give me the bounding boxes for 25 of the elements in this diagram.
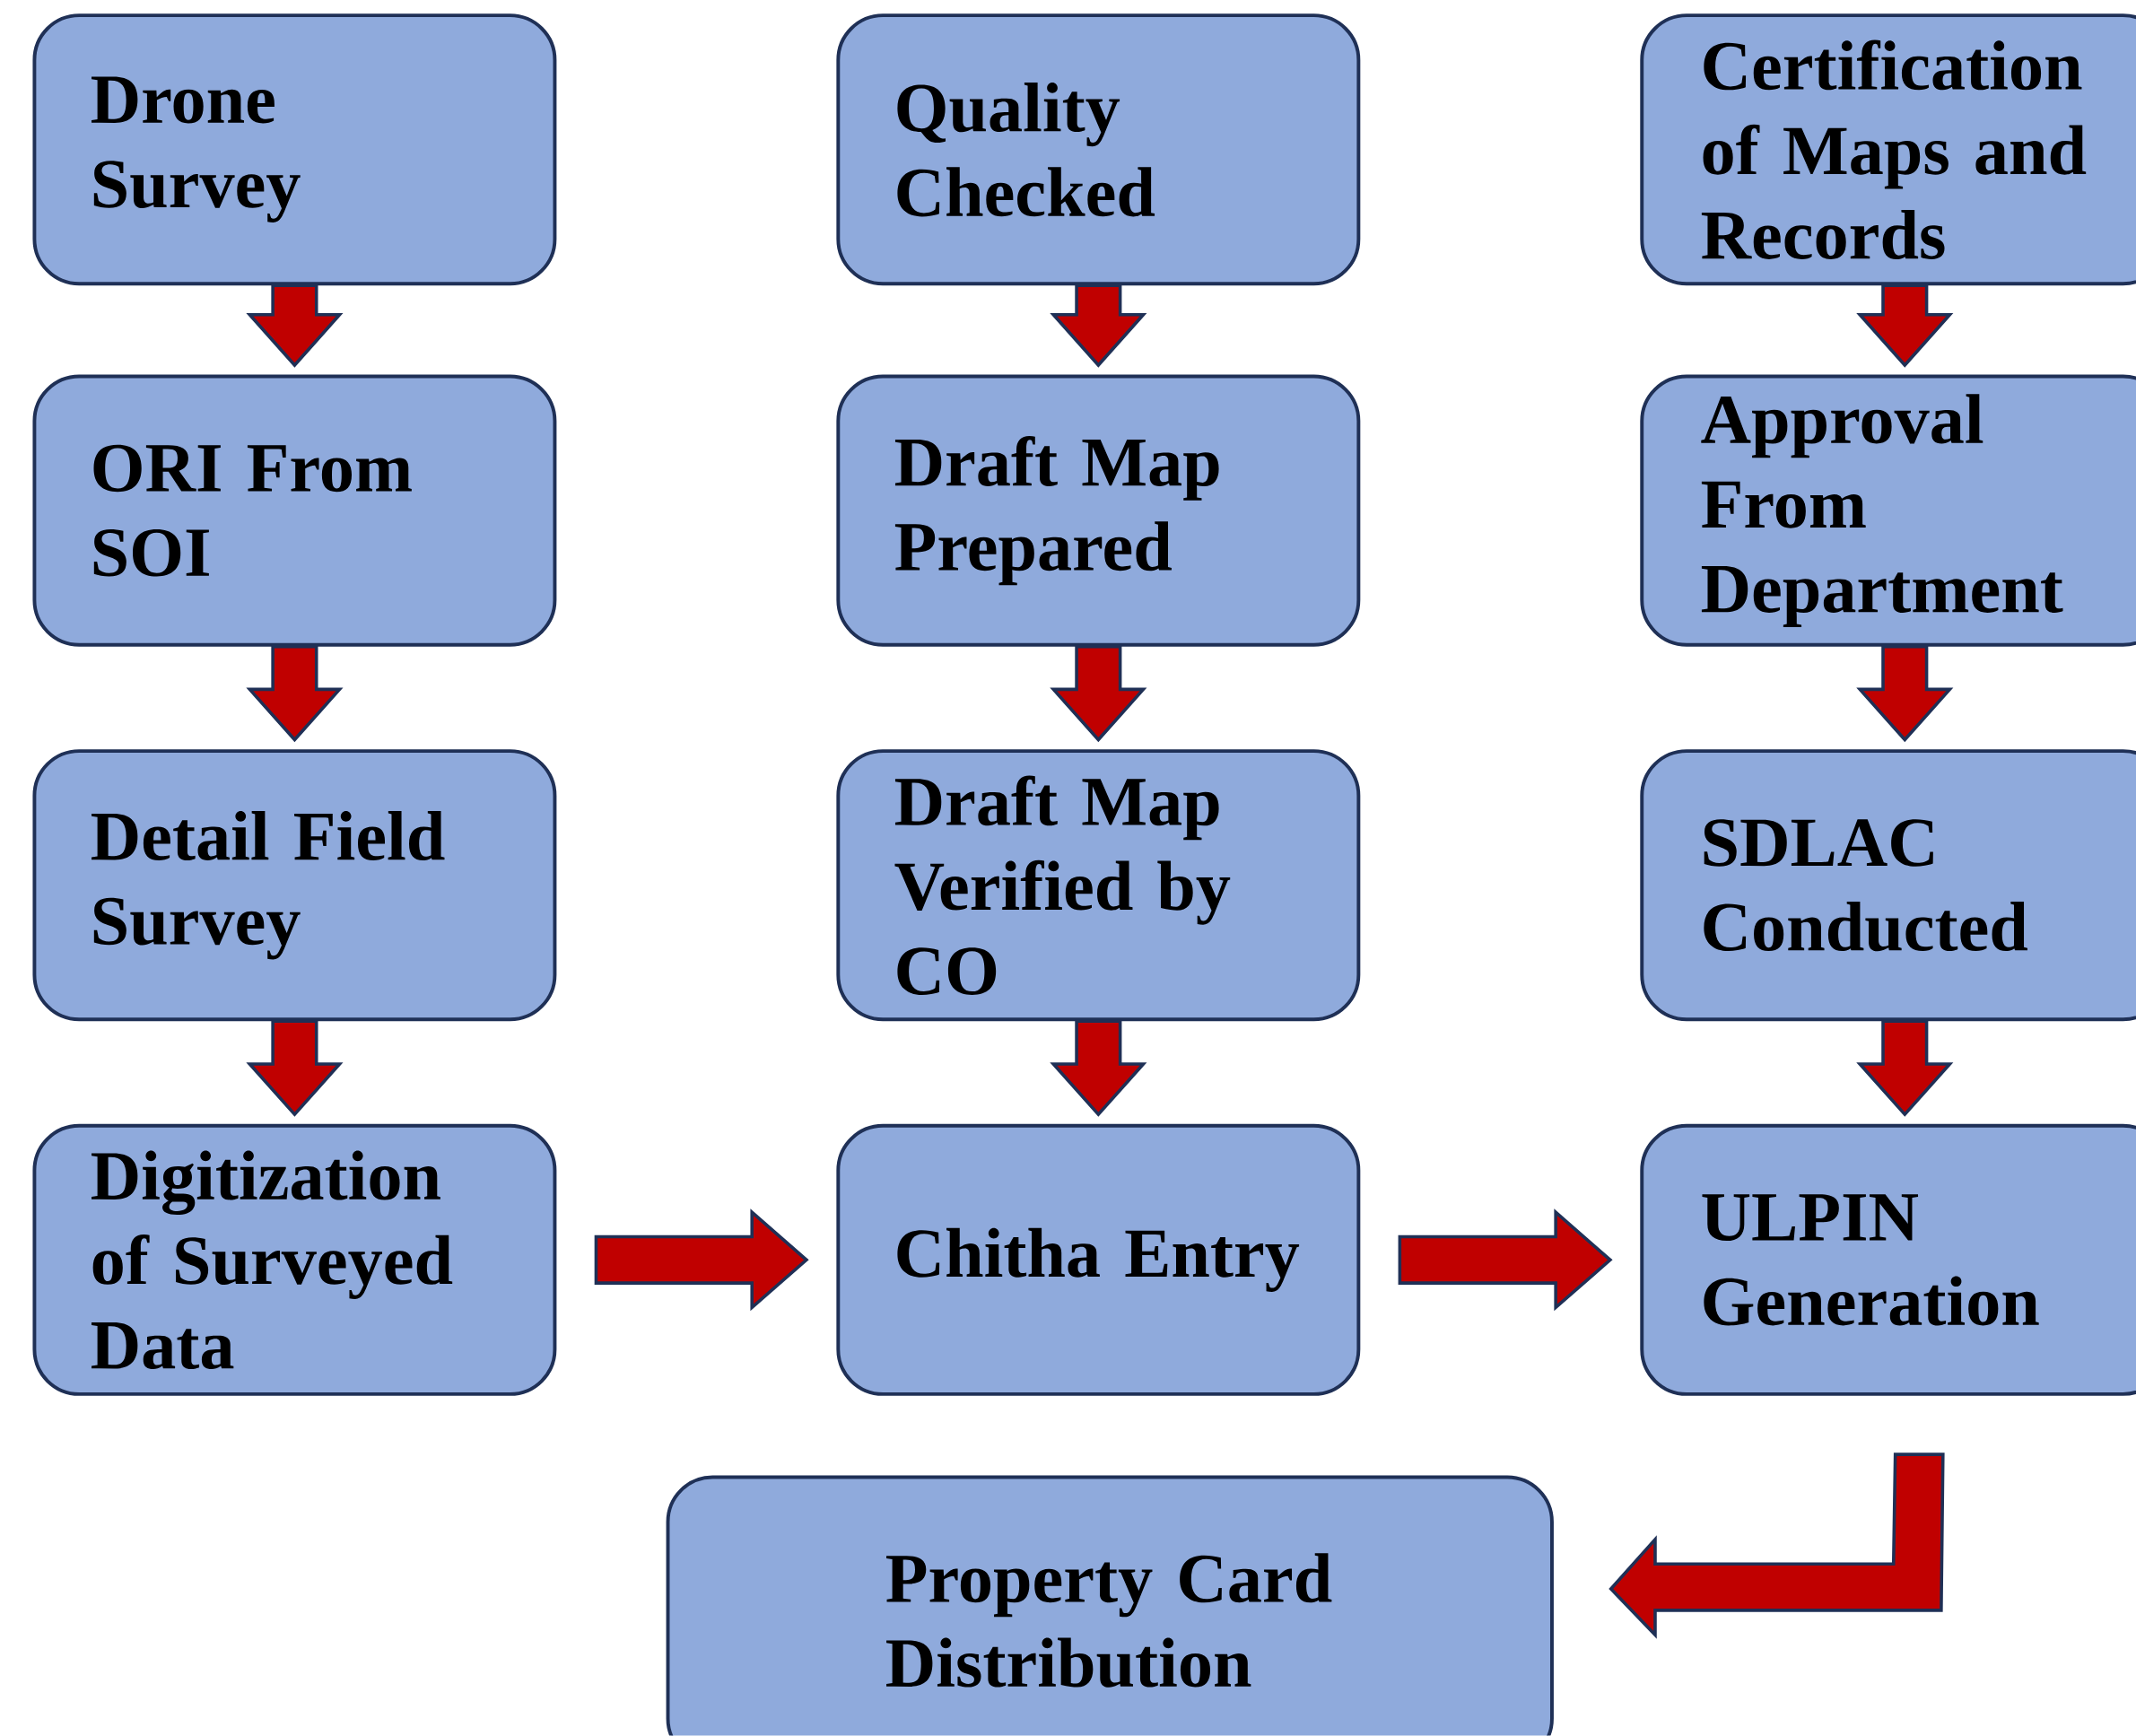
process-box: Chitha Entry	[836, 1124, 1361, 1397]
arrow	[1050, 645, 1147, 743]
process-box: Detail Field Survey	[32, 749, 557, 1022]
process-box: Approval From Department	[1640, 374, 2136, 647]
process-box: Draft Map Prepared	[836, 374, 1361, 647]
arrow	[594, 1208, 809, 1312]
process-box: Digitization of Surveyed Data	[32, 1124, 557, 1397]
arrow	[1398, 1208, 1613, 1312]
arrow	[1050, 1019, 1147, 1118]
process-box: Property Card Distribution	[666, 1475, 1554, 1736]
arrow	[1856, 645, 1954, 743]
process-box: Quality Checked	[836, 13, 1361, 286]
arrow	[1609, 1452, 1945, 1639]
process-box: ULPIN Generation	[1640, 1124, 2136, 1397]
arrow	[1050, 284, 1147, 368]
arrow	[1856, 1019, 1954, 1118]
process-box: SDLAC Conducted	[1640, 749, 2136, 1022]
process-box: Certification of Maps and Records	[1640, 13, 2136, 286]
arrow	[246, 284, 344, 368]
process-box: Drone Survey	[32, 13, 557, 286]
process-box: ORI From SOI	[32, 374, 557, 647]
process-box: Draft Map Verified by CO	[836, 749, 1361, 1022]
arrow	[1856, 284, 1954, 368]
arrow	[246, 645, 344, 743]
arrow	[246, 1019, 344, 1118]
